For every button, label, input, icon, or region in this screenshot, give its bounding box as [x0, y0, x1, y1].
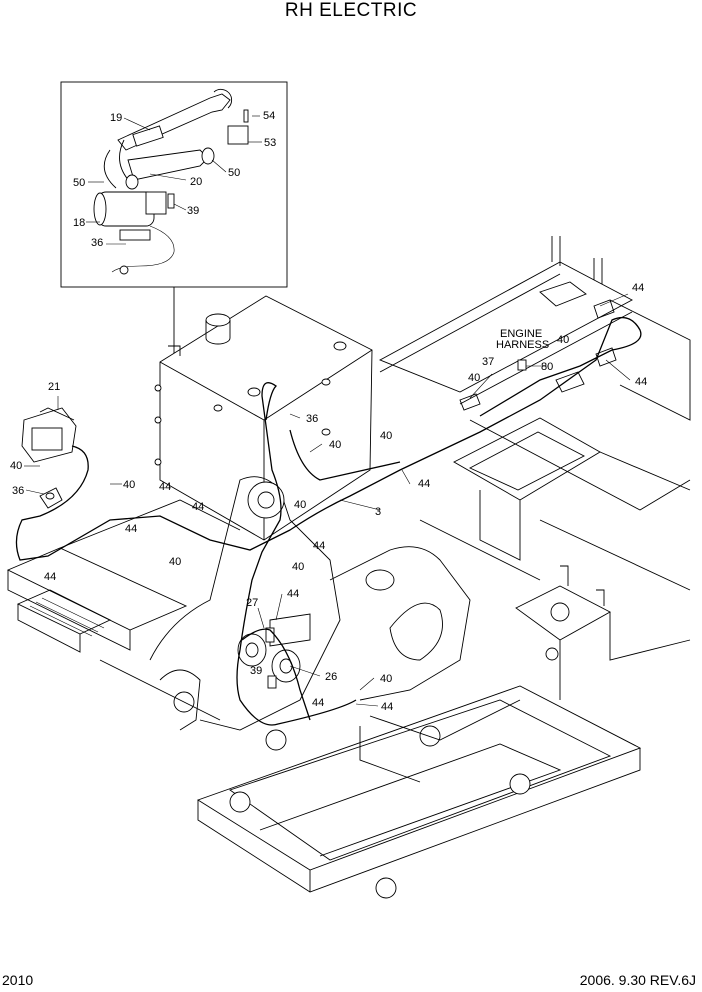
callout-37: 37 [482, 356, 494, 368]
callout-53: 53 [264, 137, 276, 149]
callout-40: 40 [292, 561, 304, 573]
callout-36: 36 [12, 485, 24, 497]
callout-44: 44 [312, 697, 324, 709]
callout-3: 3 [375, 506, 381, 518]
callout-27: 27 [246, 597, 258, 609]
callout-40: 40 [380, 430, 392, 442]
callout-44: 44 [192, 501, 204, 513]
callout-40: 40 [468, 372, 480, 384]
callout-26: 26 [325, 671, 337, 683]
callout-44: 44 [418, 478, 430, 490]
callout-36: 36 [306, 413, 318, 425]
callout-44: 44 [44, 571, 56, 583]
callout-40: 40 [294, 499, 306, 511]
callout-19: 19 [110, 112, 122, 124]
callout-20: 20 [190, 176, 202, 188]
machine-frame [6, 236, 691, 899]
callout-44: 44 [313, 540, 325, 552]
callout-44: 44 [159, 481, 171, 493]
callout-50: 50 [73, 177, 85, 189]
callout-40: 40 [329, 439, 341, 451]
callout-36: 36 [91, 237, 103, 249]
callout-44: 44 [381, 701, 393, 713]
callout-44: 44 [287, 588, 299, 600]
callout-18: 18 [73, 217, 85, 229]
note-engine-harness-line2: HARNESS [496, 339, 549, 351]
callout-40: 40 [169, 556, 181, 568]
note-engine-harness-line1: ENGINE [500, 328, 542, 340]
wire-harness [15, 316, 642, 726]
callout-40: 40 [123, 479, 135, 491]
callout-39: 39 [250, 665, 262, 677]
revision-stamp: 2006. 9.30 REV.6J [579, 972, 696, 988]
detail-inset [60, 81, 288, 360]
callout-54: 54 [263, 110, 275, 122]
page-title: RH ELECTRIC [284, 0, 418, 21]
callout-40: 40 [10, 460, 22, 472]
callout-50: 50 [228, 167, 240, 179]
callout-40: 40 [557, 334, 569, 346]
callout-40: 40 [380, 673, 392, 685]
callout-39: 39 [187, 205, 199, 217]
callout-21: 21 [48, 381, 60, 393]
callouts: 19 54 53 50 20 50 18 39 36 44 ENGINE HAR… [10, 110, 647, 713]
callout-80: 80 [541, 361, 553, 373]
callout-44: 44 [125, 523, 137, 535]
callout-44: 44 [635, 376, 647, 388]
page-number: 2010 [2, 972, 34, 988]
callout-44: 44 [632, 282, 644, 294]
